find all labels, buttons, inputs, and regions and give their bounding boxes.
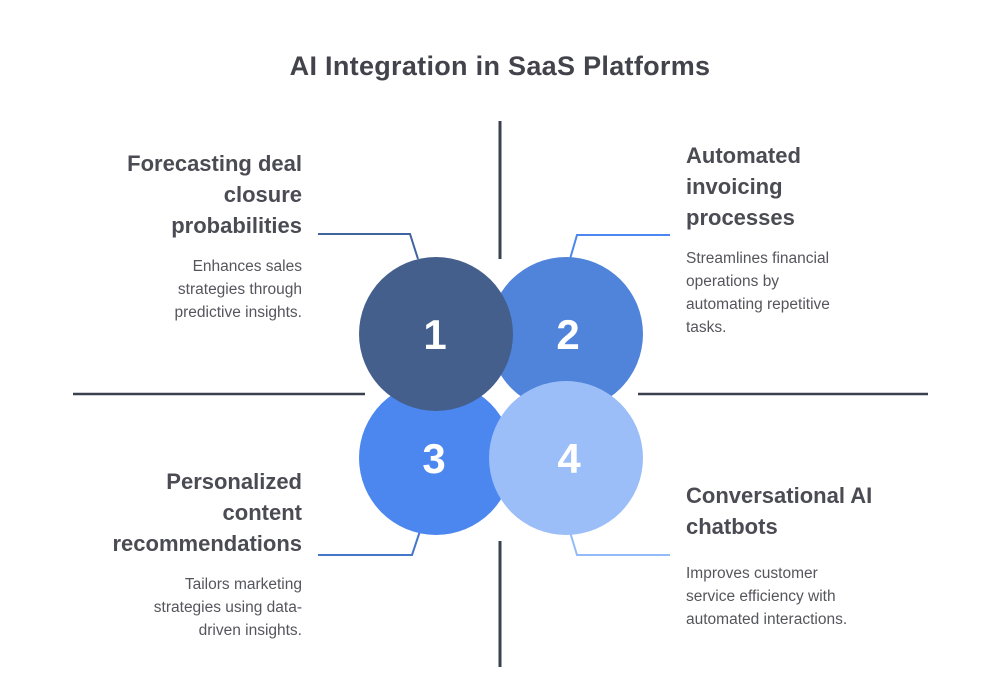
connector-section-3 xyxy=(318,530,421,556)
body-line: Improves customer xyxy=(686,565,818,582)
heading-line: content xyxy=(222,500,302,525)
page-title: AI Integration in SaaS Platforms xyxy=(289,51,711,81)
body-line: service efficiency with xyxy=(686,588,836,605)
heading-line: chatbots xyxy=(686,514,778,539)
circle-4 xyxy=(489,381,643,535)
body-line: Enhances sales xyxy=(192,258,302,275)
body-line: automating repetitive xyxy=(686,296,830,313)
body-line: driven insights. xyxy=(198,622,302,639)
circle-4-number: 4 xyxy=(557,435,581,482)
body-line: operations by xyxy=(686,273,780,290)
circle-2 xyxy=(489,257,643,411)
heading-line: Automated xyxy=(686,143,801,168)
section-3-body: Tailors marketing strategies using data-… xyxy=(22,573,302,642)
section-4-heading: Conversational AI chatbots xyxy=(686,480,946,542)
connector-section-1 xyxy=(318,233,419,260)
heading-line: Conversational AI xyxy=(686,483,873,508)
section-top-right: Automated invoicing processes Streamline… xyxy=(686,140,946,339)
section-top-left: Forecasting deal closure probabilities E… xyxy=(22,148,302,324)
section-1-heading: Forecasting deal closure probabilities xyxy=(22,148,302,241)
heading-line: probabilities xyxy=(171,213,302,238)
body-line: predictive insights. xyxy=(174,304,302,321)
body-line: strategies through xyxy=(177,281,302,298)
section-bottom-right: Conversational AI chatbots Improves cust… xyxy=(686,480,946,631)
circle-3-number: 3 xyxy=(422,435,445,482)
connector-section-4 xyxy=(569,531,670,556)
circle-1 xyxy=(359,257,513,411)
heading-line: Forecasting deal xyxy=(127,151,302,176)
circle-3 xyxy=(359,381,513,535)
body-line: tasks. xyxy=(686,319,727,336)
section-bottom-left: Personalized content recommendations Tai… xyxy=(22,466,303,642)
connector-section-2 xyxy=(569,234,670,260)
body-line: Tailors marketing xyxy=(184,576,302,593)
section-3-heading: Personalized content recommendations xyxy=(22,466,303,559)
body-line: Streamlines financial xyxy=(686,250,830,267)
body-line: automated interactions. xyxy=(686,611,848,628)
heading-line: invoicing xyxy=(686,174,783,199)
section-4-body: Improves customer service efficiency wit… xyxy=(686,562,946,631)
section-2-body: Streamlines financial operations by auto… xyxy=(686,247,946,339)
section-2-heading: Automated invoicing processes xyxy=(686,140,946,233)
circle-1-number: 1 xyxy=(423,311,446,358)
body-line: strategies using data- xyxy=(153,599,302,616)
circle-2-number: 2 xyxy=(556,311,579,358)
heading-line: recommendations xyxy=(112,531,303,556)
section-1-body: Enhances sales strategies through predic… xyxy=(22,255,302,324)
heading-line: Personalized xyxy=(166,469,302,494)
heading-line: processes xyxy=(686,205,795,230)
heading-line: closure xyxy=(223,182,302,207)
